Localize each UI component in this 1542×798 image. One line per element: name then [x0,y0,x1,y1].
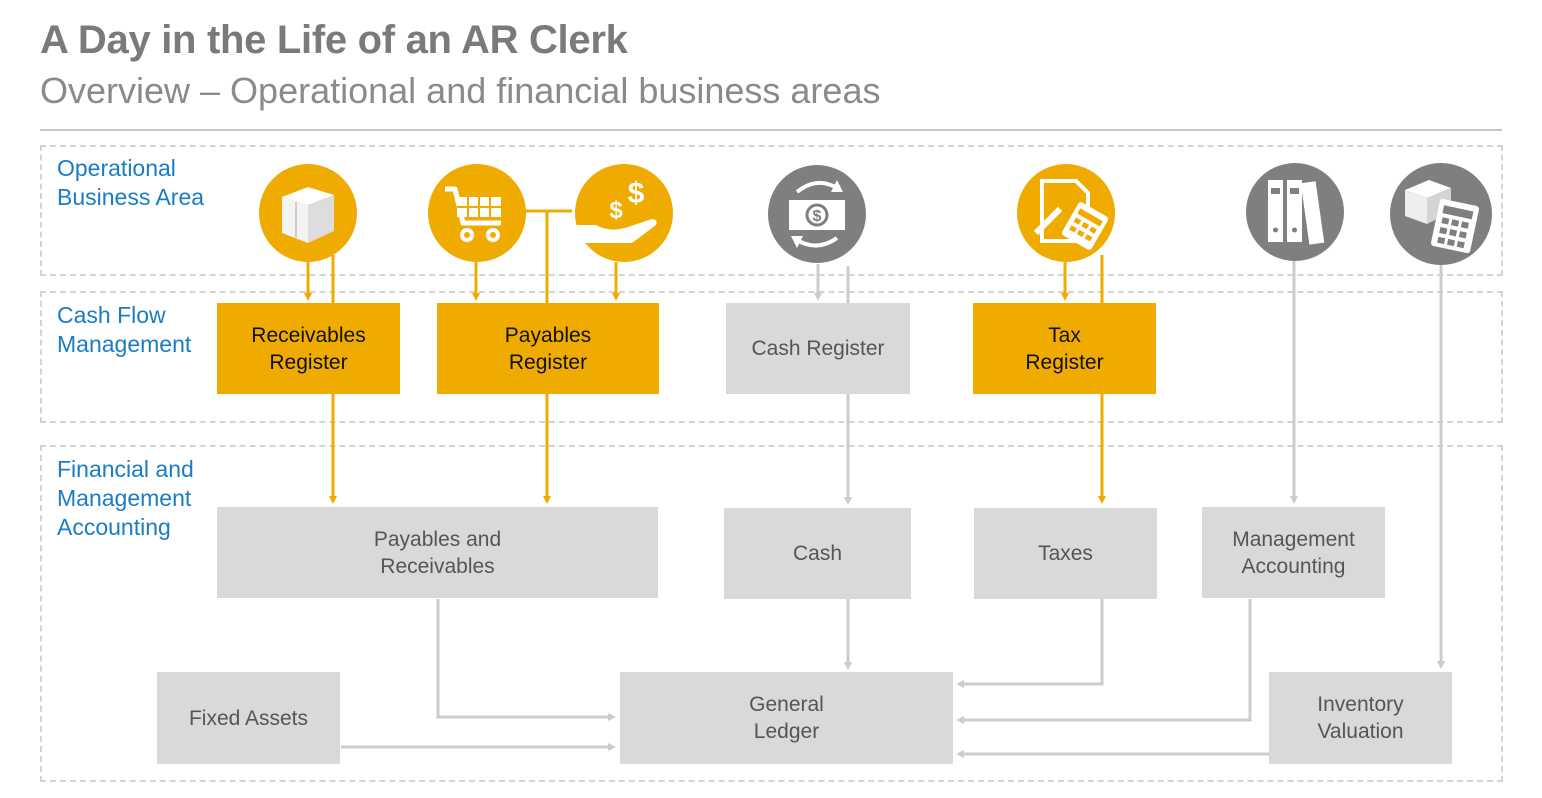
arrow-management-accounting-to-general-ledger [956,599,1252,724]
management-accounting-box: Management Accounting [1202,507,1385,598]
tax-calculator-icon [1017,164,1115,262]
tax-register-box: Tax Register [973,303,1156,394]
band-label-operational: Operational Business Area [57,155,205,210]
svg-text:$: $ [628,177,645,210]
cash-register-box: Cash Register [726,303,910,394]
arrow-taxes-to-general-ledger [956,599,1104,688]
band-financial [40,445,1503,782]
box-icon [259,164,357,262]
svg-text:$: $ [609,197,623,224]
payables-receivables-box: Payables and Receivables [217,507,658,598]
fixed-assets-box: Fixed Assets [157,672,340,764]
band-operational [40,145,1503,276]
inventory-valuation-box: Inventory Valuation [1269,672,1452,764]
receivables-register-box: Receivables Register [217,303,400,394]
page-title: A Day in the Life of an AR Clerk [40,18,628,62]
money-hand-icon: $ $ [574,164,673,262]
page-subtitle: Overview – Operational and financial bus… [40,70,881,111]
cash-box: Cash [724,508,911,599]
arrow-payables-receivables-to-general-ledger [436,599,616,721]
band-cashflow [40,291,1503,423]
svg-text:$: $ [813,208,822,225]
cash-exchange-icon: $ [768,165,866,263]
binders-icon [1246,163,1344,261]
general-ledger-box: General Ledger [620,672,953,764]
payables-register-box: Payables Register [437,303,659,394]
band-label-financial: Financial and Management Accounting [57,456,194,540]
band-label-cashflow: Cash Flow Management [57,302,192,357]
taxes-box: Taxes [974,508,1157,599]
inventory-calculator-icon [1390,163,1492,265]
title-divider [40,129,1502,131]
shopping-cart-icon [428,164,526,262]
